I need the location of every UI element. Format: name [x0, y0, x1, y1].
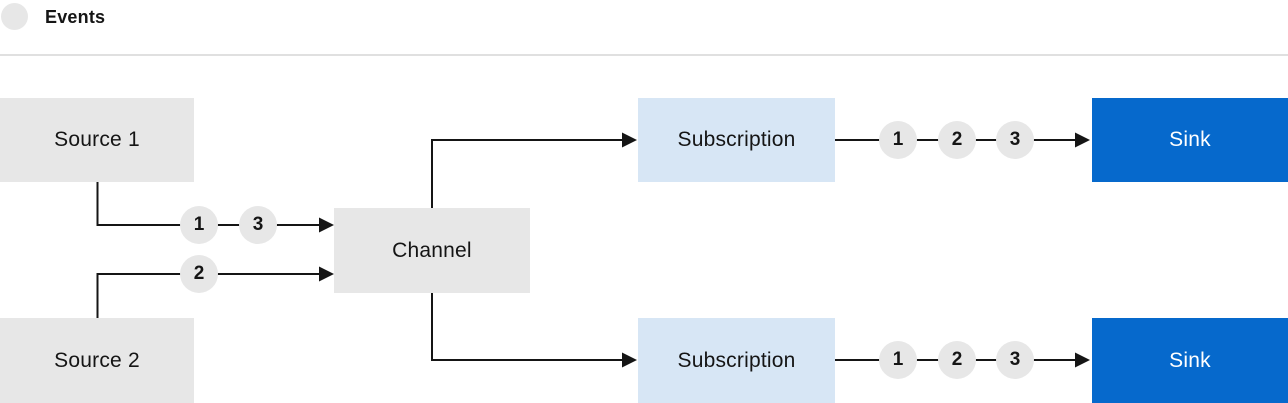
- connector-channel-to-subscription-top: [431, 139, 623, 208]
- event-marker-top-1: 1: [879, 121, 917, 159]
- node-source-2-label: Source 2: [54, 348, 140, 372]
- arrowhead-subscription-bottom-to-sink: [1075, 352, 1090, 368]
- node-subscription-top-label: Subscription: [677, 128, 796, 151]
- node-sink-top-label: Sink: [1169, 128, 1211, 151]
- event-marker-top-2: 2: [938, 121, 976, 159]
- legend-divider: [0, 54, 1288, 56]
- node-sink-top: Sink: [1092, 98, 1288, 182]
- event-marker-source1-1: 1: [180, 206, 218, 244]
- event-marker-bottom-2: 2: [938, 341, 976, 379]
- node-subscription-bottom: Subscription: [638, 318, 835, 403]
- arrowhead-subscription-top-to-sink: [1075, 132, 1090, 148]
- event-marker-top-3: 3: [996, 121, 1034, 159]
- node-subscription-bottom-label: Subscription: [677, 348, 796, 372]
- event-marker-source2-2: 2: [180, 255, 218, 293]
- connector-source2-to-channel: [96, 273, 320, 318]
- node-source-2: Source 2: [0, 318, 194, 403]
- node-source-1: Source 1: [0, 98, 194, 182]
- connector-channel-to-subscription-bottom: [431, 293, 623, 361]
- node-sink-bottom-label: Sink: [1169, 348, 1211, 372]
- node-channel: Channel: [334, 208, 530, 293]
- node-channel-label: Channel: [392, 238, 472, 262]
- node-sink-bottom: Sink: [1092, 318, 1288, 403]
- arrowhead-channel-to-subscription-top: [622, 132, 637, 148]
- arrowhead-channel-to-subscription-bottom: [622, 352, 637, 368]
- node-subscription-top: Subscription: [638, 98, 835, 182]
- arrowhead-source1-to-channel: [319, 217, 334, 233]
- event-marker-source1-3: 3: [239, 206, 277, 244]
- node-source-1-label: Source 1: [54, 128, 140, 151]
- events-legend-icon: [1, 3, 28, 30]
- event-marker-bottom-1: 1: [879, 341, 917, 379]
- events-legend-label: Events: [45, 7, 106, 27]
- arrowhead-source2-to-channel: [319, 266, 334, 282]
- event-marker-bottom-3: 3: [996, 341, 1034, 379]
